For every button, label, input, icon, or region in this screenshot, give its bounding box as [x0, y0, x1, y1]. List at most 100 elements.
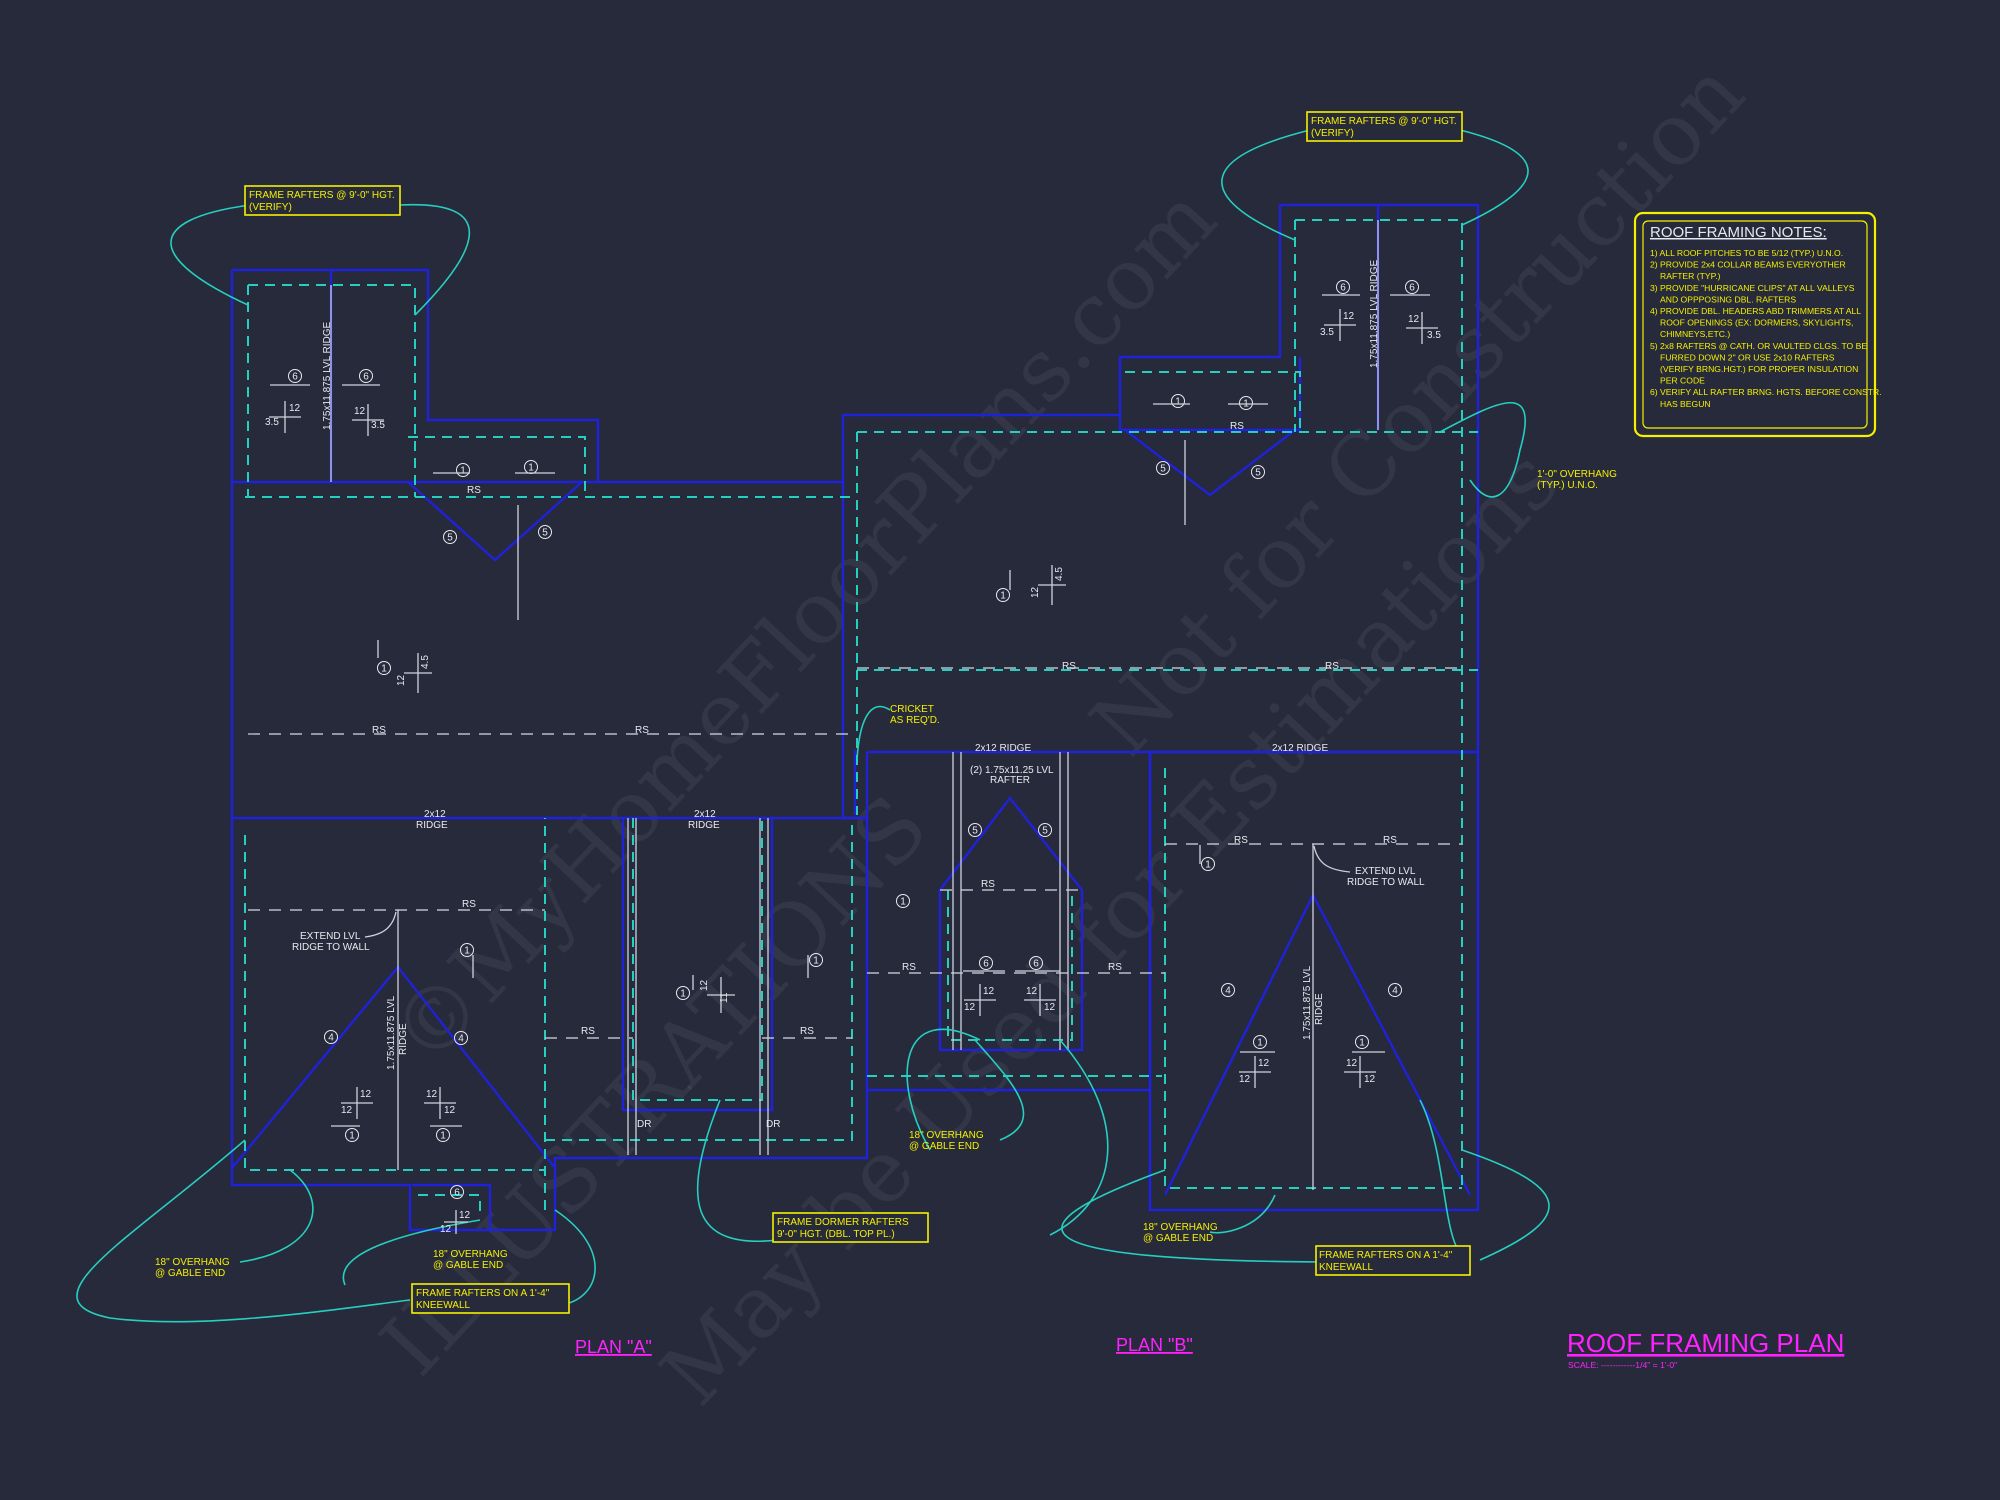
svg-text:12: 12 — [426, 1089, 438, 1100]
rs-label: RS — [1062, 661, 1076, 672]
callout-overhang-gable-4b: @ GABLE END — [1143, 1233, 1213, 1244]
svg-text:1: 1 — [900, 897, 906, 908]
dr-label: DR — [637, 1119, 651, 1130]
svg-text:12: 12 — [1346, 1058, 1358, 1069]
svg-text:6: 6 — [363, 372, 369, 383]
rs-label: RS — [1325, 661, 1339, 672]
callout-dormer-line1: FRAME DORMER RAFTERS — [777, 1217, 909, 1228]
callout-overhang-gable-1b: @ GABLE END — [155, 1268, 225, 1279]
lvl-ridge-left: 1.75x11.875 LVL RIDGE — [322, 321, 333, 430]
svg-text:12: 12 — [1026, 986, 1038, 997]
callout-overhang-gable-3b: @ GABLE END — [909, 1141, 979, 1152]
rs-label: RS — [1230, 421, 1244, 432]
svg-text:12: 12 — [1343, 311, 1355, 322]
marker-6: 6 — [288, 369, 302, 383]
marker-1: 1 — [345, 1128, 359, 1142]
dormer-b-box — [938, 796, 1084, 1052]
svg-text:1: 1 — [464, 946, 470, 957]
svg-text:6: 6 — [292, 372, 298, 383]
marker-4: 4 — [1388, 983, 1402, 997]
marker-6: 6 — [359, 369, 373, 383]
small-bottom-box — [412, 1183, 492, 1230]
extend-lvl-leaders — [364, 845, 1351, 938]
leader-gable-left — [76, 1139, 411, 1323]
rs-label: RS — [1383, 835, 1397, 846]
right-tower-overhang — [1294, 219, 1463, 1188]
center-section — [865, 752, 1150, 1092]
plan-titles: PLAN "A" PLAN "B" ROOF FRAMING PLAN SCAL… — [575, 1328, 1844, 1370]
markers: 6 6 1 1 5 5 1 6 6 1 1 5 — [270, 280, 1430, 1199]
svg-text:6: 6 — [1340, 283, 1346, 294]
svg-text:6: 6 — [1409, 283, 1415, 294]
notes-line: (VERIFY BRNG.HGT.) FOR PROPER INSULATION — [1660, 364, 1858, 374]
svg-text:4: 4 — [1225, 986, 1231, 997]
marker-1: 1 — [460, 943, 474, 957]
svg-text:5: 5 — [447, 533, 453, 544]
pitch-symbol: 12 12 — [440, 1210, 471, 1235]
svg-text:4: 4 — [1392, 986, 1398, 997]
rs-label: RS — [581, 1026, 595, 1037]
extend-lvl-a-line2: RIDGE TO WALL — [292, 942, 370, 953]
svg-text:1: 1 — [1205, 860, 1211, 871]
callout-left-frame-line1: FRAME RAFTERS @ 9'-0" HGT. — [249, 190, 395, 201]
svg-text:3.5: 3.5 — [371, 420, 385, 431]
notes-line: RAFTER (TYP.) — [1660, 271, 1721, 281]
dormer-b-rails — [952, 752, 1069, 1050]
callout-kneewall-a-line2: KNEEWALL — [416, 1300, 471, 1311]
ridge-2x12-a-line1: 2x12 — [424, 809, 446, 820]
pitch-symbol: 12 11 — [699, 977, 735, 1013]
lvl-ridge-b-line1: 1.75x11.875 LVL — [1302, 965, 1313, 1040]
svg-text:6: 6 — [1033, 959, 1039, 970]
callout-overhang-gable-2a: 18" OVERHANG — [433, 1249, 508, 1260]
plan-b-title: PLAN "B" — [1116, 1335, 1193, 1355]
lvl-ridge-right: 1.75x11.875 LVL RIDGE — [1369, 259, 1380, 368]
svg-text:1: 1 — [813, 956, 819, 967]
dormer-a-rails — [627, 818, 769, 1155]
marker-1: 1 — [1253, 1035, 1267, 1049]
callout-box-kneewall-b — [1315, 1245, 1471, 1276]
scale-text: SCALE: ------------1/4" = 1'-0" — [1568, 1360, 1677, 1370]
notes-line: 4) PROVIDE DBL. HEADERS ABD TRIMMERS AT … — [1650, 306, 1861, 316]
marker-1: 1 — [896, 894, 910, 908]
leader-curves — [76, 129, 1550, 1323]
callouts: FRAME RAFTERS @ 9'-0" HGT. (VERIFY) FRAM… — [155, 111, 1617, 1314]
dormer-a-box — [621, 818, 774, 1112]
callout-left-frame-line2: (VERIFY) — [249, 202, 292, 213]
svg-text:1: 1 — [528, 463, 534, 474]
callout-box-left-frame — [244, 185, 401, 216]
right-dormer-valley — [1124, 429, 1296, 497]
left-tower-overhang — [247, 284, 416, 497]
svg-text:6: 6 — [454, 1188, 460, 1199]
center-ridge-marks — [853, 750, 1152, 1090]
rs-label: RS — [800, 1026, 814, 1037]
callout-box-dormer — [772, 1212, 929, 1243]
svg-text:5: 5 — [1160, 464, 1166, 475]
marker-4: 4 — [1221, 983, 1235, 997]
callout-right-frame-line1: FRAME RAFTERS @ 9'-0" HGT. — [1311, 116, 1457, 127]
marker-5: 5 — [538, 525, 552, 539]
rs-label: RS — [635, 725, 649, 736]
extend-lvl-b-line2: RIDGE TO WALL — [1347, 877, 1425, 888]
marker-1: 1 — [456, 463, 470, 477]
svg-text:12: 12 — [341, 1105, 353, 1116]
leader-cricket — [856, 705, 891, 761]
leader-left-tower — [170, 203, 471, 316]
svg-text:12: 12 — [360, 1089, 372, 1100]
marker-1: 1 — [1201, 857, 1215, 871]
svg-text:12: 12 — [1364, 1074, 1376, 1085]
pitch-symbol: 12 12 — [1344, 1056, 1376, 1088]
notes-lines: 1) ALL ROOF PITCHES TO BE 5/12 (TYP.) U.… — [1650, 248, 1882, 409]
callout-overhang-gable-4a: 18" OVERHANG — [1143, 1222, 1218, 1233]
notes-line: 1) ALL ROOF PITCHES TO BE 5/12 (TYP.) U.… — [1650, 248, 1843, 258]
svg-text:1: 1 — [1000, 591, 1006, 602]
notes-line: 5) 2x8 RAFTERS @ CATH. OR VAULTED CLGS. … — [1650, 341, 1867, 351]
ridge-2x12-a-line2: RIDGE — [416, 820, 448, 831]
svg-text:1: 1 — [1175, 397, 1181, 408]
callout-1ft-overhang-line2: (TYP.) U.N.O. — [1537, 480, 1598, 491]
svg-text:1: 1 — [680, 989, 686, 1000]
dormer-a-overhang — [632, 818, 763, 1101]
marker-1: 1 — [377, 661, 391, 675]
svg-text:12: 12 — [1408, 314, 1420, 325]
marker-1: 1 — [524, 460, 538, 474]
